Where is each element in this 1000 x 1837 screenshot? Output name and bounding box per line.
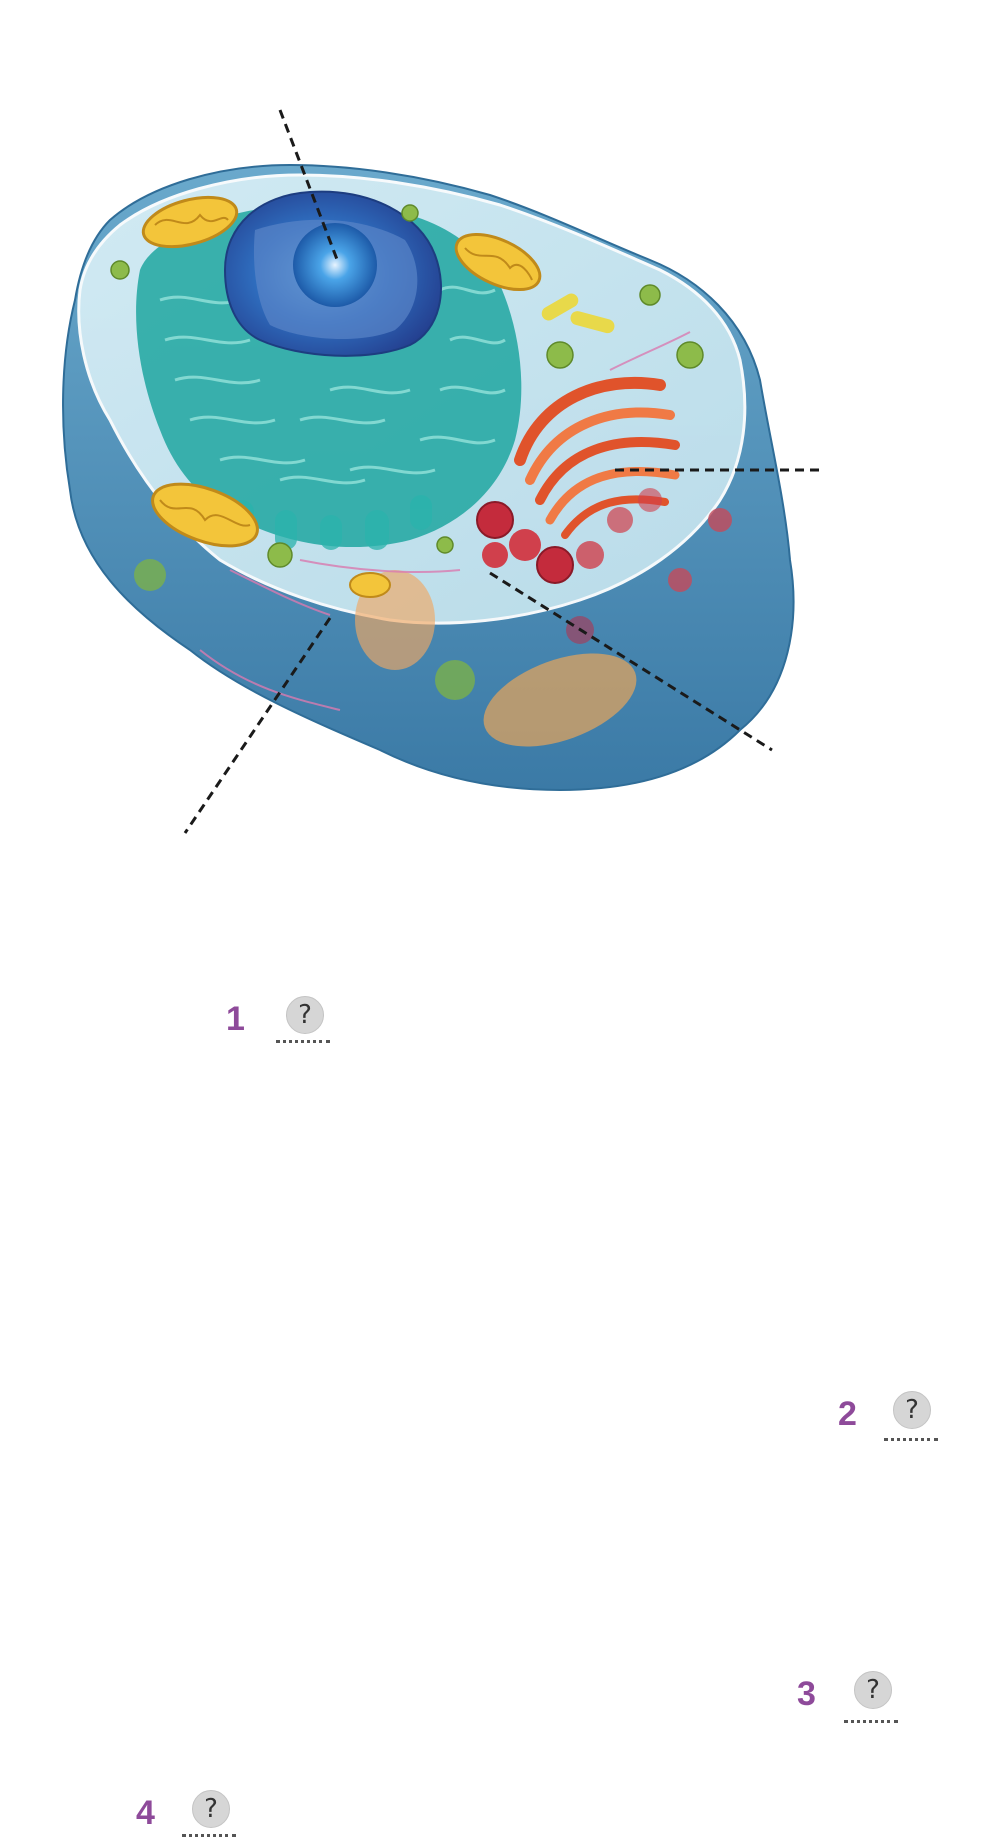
label-3-answer-line (844, 1720, 898, 1723)
vesicles (476, 488, 662, 584)
leader-line-1 (278, 109, 340, 263)
label-2-number: 2 (838, 1395, 857, 1433)
label-2-answer-button[interactable]: ? (893, 1391, 931, 1429)
label-3-number: 3 (797, 1675, 816, 1713)
label-1-answer-button[interactable]: ? (286, 996, 324, 1034)
leader-line-4 (183, 617, 332, 834)
lower-mitochondrion (483, 653, 637, 747)
leader-lines (183, 109, 825, 834)
cell-diagram: 1 ? 2 ? 3 ? 4 ? (62, 109, 938, 1837)
label-1-answer-line (276, 1040, 330, 1043)
nucleolus (293, 223, 377, 307)
animal-cell-illustration (62, 109, 825, 834)
label-2-answer-line (884, 1438, 938, 1441)
mitochondria (141, 195, 615, 598)
label-4-answer-button[interactable]: ? (192, 1790, 230, 1828)
label-1-number: 1 (226, 1000, 245, 1038)
leader-line-3 (489, 571, 773, 752)
label-4-number: 4 (136, 1794, 155, 1832)
label-3-answer-button[interactable]: ? (854, 1671, 892, 1709)
